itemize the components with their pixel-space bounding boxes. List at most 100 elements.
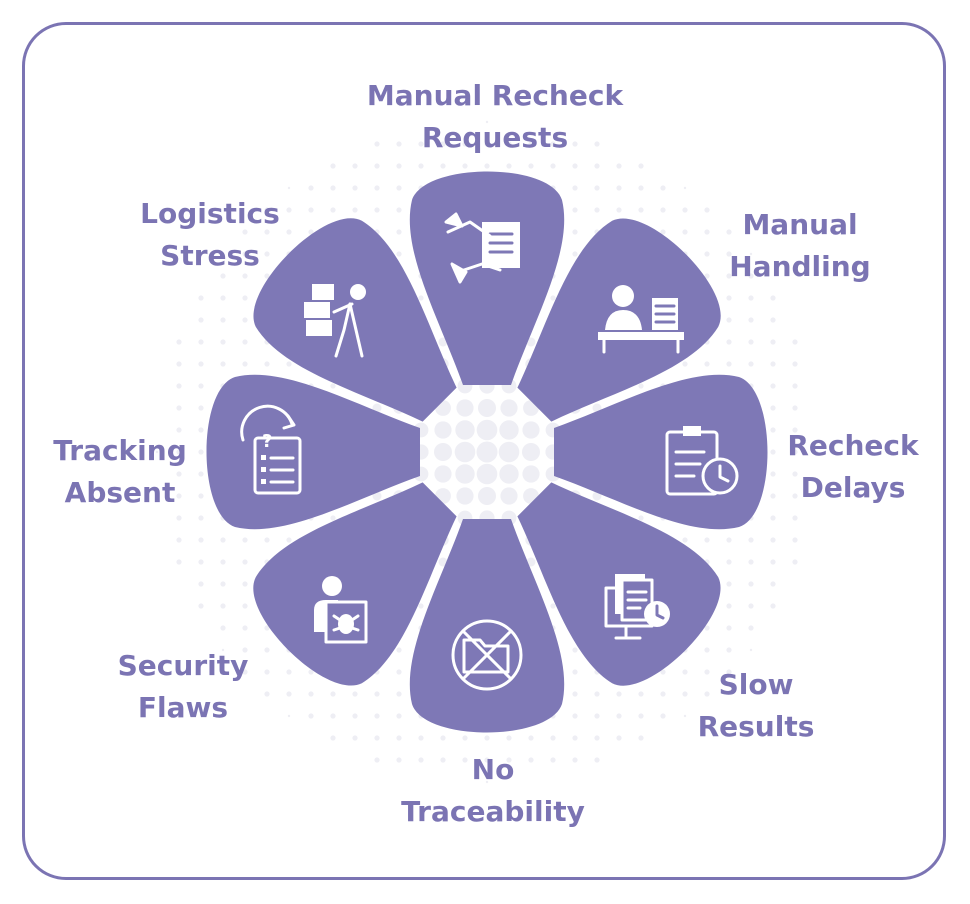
background-dot: [500, 487, 518, 505]
background-dot: [220, 361, 226, 367]
background-dot: [550, 163, 556, 169]
background-dot: [242, 273, 248, 279]
background-dot: [682, 537, 688, 543]
background-dot: [770, 427, 776, 433]
background-dot: [308, 207, 314, 213]
background-dot: [792, 427, 798, 433]
background-dot: [396, 669, 402, 675]
background-dot: [438, 337, 448, 347]
background-dot: [374, 207, 380, 213]
background-dot: [176, 427, 182, 433]
background-dot: [485, 780, 489, 784]
background-dot: [592, 403, 602, 413]
background-dot: [372, 491, 382, 501]
background-dot: [220, 537, 226, 543]
background-dot: [748, 361, 754, 367]
background-dot: [526, 337, 536, 347]
background-dot: [476, 419, 498, 441]
background-dot: [264, 669, 270, 675]
background-dot: [221, 252, 225, 256]
background-dot: [792, 361, 798, 367]
background-dot: [221, 648, 225, 652]
background-dot: [484, 757, 490, 763]
label-logistics-stress: Logistics Stress: [140, 197, 280, 272]
background-dot: [704, 207, 710, 213]
background-dot: [522, 443, 540, 461]
background-dot: [792, 537, 798, 543]
background-dot: [220, 273, 226, 279]
background-dot: [242, 625, 248, 631]
background-dot: [440, 163, 446, 169]
background-dot: [264, 207, 270, 213]
background-dot: [616, 163, 622, 169]
background-dot: [726, 361, 732, 367]
background-dot: [264, 647, 270, 653]
background-dot: [372, 403, 382, 413]
background-dot: [198, 339, 204, 345]
label-manual-recheck-requests: Manual Recheck Requests: [366, 79, 624, 154]
background-dot: [330, 383, 336, 389]
background-dot: [286, 669, 292, 675]
background-dot: [660, 185, 666, 191]
background-dot: [792, 383, 798, 389]
background-dot: [572, 163, 578, 169]
background-dot: [220, 339, 226, 345]
background-dot: [770, 559, 776, 565]
background-dot: [506, 163, 512, 169]
background-dot: [440, 735, 446, 741]
background-dot: [330, 207, 336, 213]
background-dot: [726, 537, 732, 543]
background-dot: [242, 361, 248, 367]
background-dot: [198, 295, 204, 301]
background-dot: [726, 229, 732, 235]
background-dot: [242, 669, 248, 675]
background-dot: [176, 559, 182, 565]
background-dot: [198, 405, 204, 411]
background-dot: [748, 339, 754, 345]
background-dot: [155, 450, 159, 454]
background-dot: [726, 559, 732, 565]
background-dot: [198, 559, 204, 565]
background-dot: [704, 647, 710, 653]
background-dot: [528, 163, 534, 169]
background-dot: [462, 141, 468, 147]
background-dot: [176, 471, 182, 477]
background-dot: [396, 757, 402, 763]
background-dot: [792, 471, 798, 477]
label-tracking-absent: Tracking Absent: [53, 434, 187, 509]
background-dot: [770, 537, 776, 543]
background-dot: [638, 163, 644, 169]
background-dot: [264, 251, 270, 257]
background-dot: [418, 141, 424, 147]
background-dot: [176, 339, 182, 345]
background-dot: [286, 207, 292, 213]
background-dot: [286, 537, 292, 543]
clipboard-clock-icon: [665, 426, 739, 496]
background-dot: [330, 735, 336, 741]
background-dot: [704, 691, 710, 697]
background-dot: [704, 361, 710, 367]
label-manual-handling: Manual Handling: [729, 208, 871, 283]
background-dot: [770, 317, 776, 323]
background-dot: [726, 625, 732, 631]
background-dot: [220, 625, 226, 631]
background-dot: [418, 735, 424, 741]
background-dot: [198, 537, 204, 543]
background-dot: [749, 252, 753, 256]
background-dot: [220, 603, 226, 609]
background-dot: [396, 141, 402, 147]
background-dot: [330, 713, 336, 719]
background-dot: [330, 163, 336, 169]
background-dot: [770, 581, 776, 587]
background-dot: [396, 229, 402, 235]
background-dot: [396, 163, 402, 169]
background-dot: [792, 405, 798, 411]
background-dot: [726, 669, 732, 675]
background-dot: [572, 713, 578, 719]
background-dot: [770, 361, 776, 367]
background-dot: [638, 691, 644, 697]
background-dot: [572, 251, 578, 257]
background-dot: [660, 713, 666, 719]
background-dot: [506, 141, 512, 147]
background-dot: [198, 471, 204, 477]
